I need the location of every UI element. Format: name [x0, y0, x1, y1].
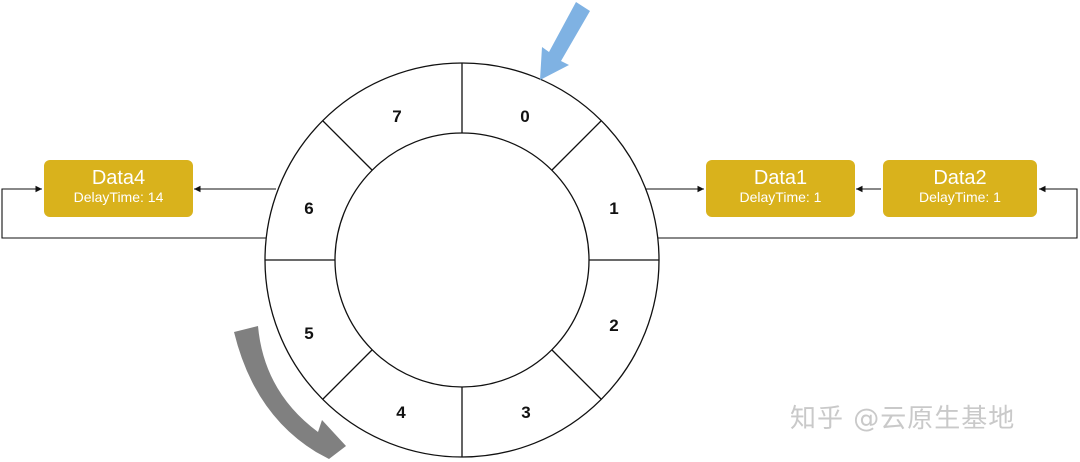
slot-label-2: 2	[609, 316, 618, 335]
task-data1: Data1 DelayTime: 1	[706, 160, 855, 217]
slot-label-0: 0	[520, 107, 529, 126]
watermark: 知乎 @云原生基地	[790, 404, 1016, 434]
slot-label-6: 6	[304, 199, 313, 218]
left-list-links	[1, 185, 276, 239]
task-data2-name: Data2	[933, 167, 987, 189]
slot-label-7: 7	[392, 107, 401, 126]
right-list-links	[645, 185, 1078, 239]
slot-label-4: 4	[396, 403, 406, 422]
task-data2-delay: DelayTime: 1	[919, 189, 1001, 205]
arrow-down-left-icon	[540, 2, 590, 80]
task-data4-delay: DelayTime: 14	[73, 189, 164, 205]
slot-label-1: 1	[609, 199, 618, 218]
task-data2: Data2 DelayTime: 1	[883, 160, 1037, 217]
inner-ring	[334, 132, 590, 388]
slot-label-3: 3	[521, 403, 530, 422]
curved-arrow-icon	[234, 326, 346, 459]
task-data4: Data4 DelayTime: 14	[44, 160, 193, 217]
slot-label-5: 5	[304, 324, 313, 343]
task-data1-name: Data1	[753, 167, 808, 189]
slot-dividers	[265, 63, 659, 457]
task-data1-delay: DelayTime: 1	[739, 189, 822, 205]
task-data4-name: Data4	[91, 167, 146, 189]
